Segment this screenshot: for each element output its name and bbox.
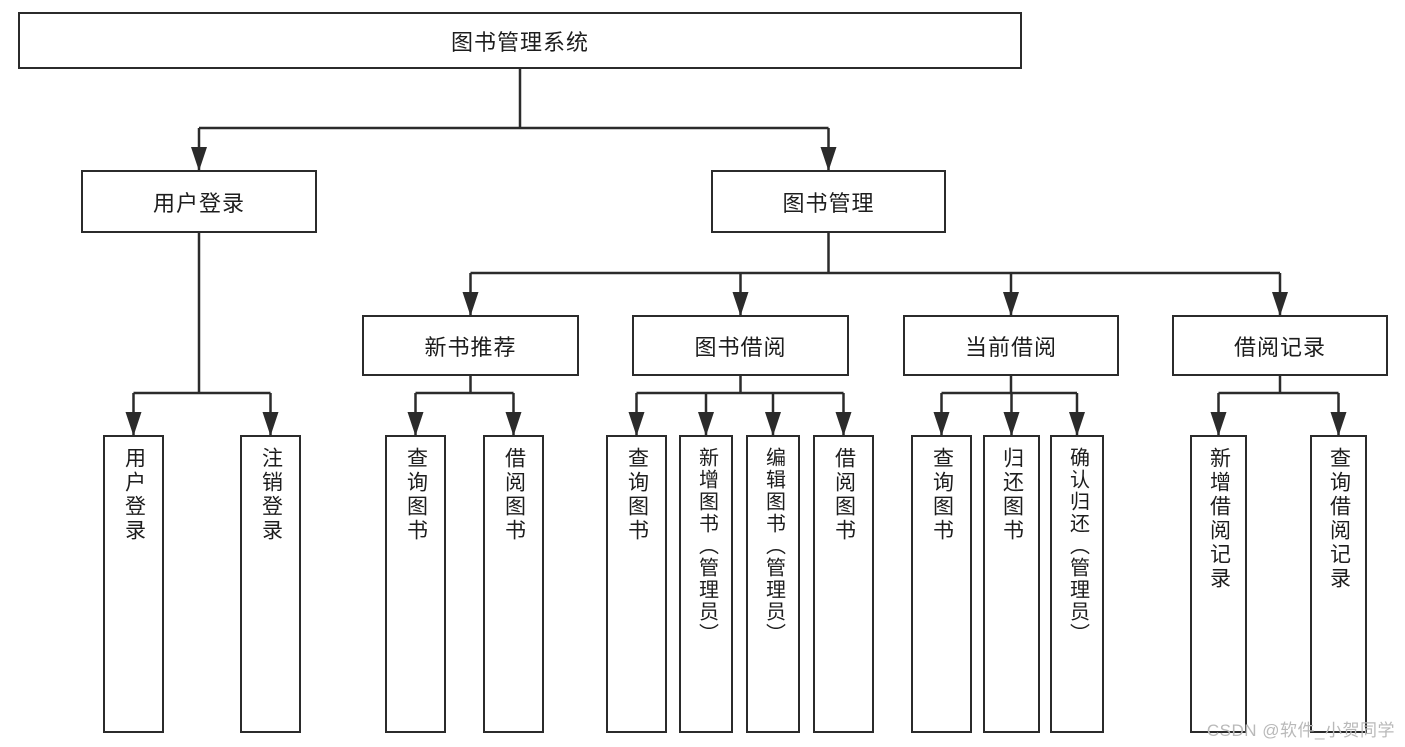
node-label: 图书管理	[782, 190, 875, 216]
node-label: 查询图书	[930, 447, 954, 543]
node-label: 查询图书	[625, 447, 649, 543]
arrowhead	[698, 412, 714, 436]
node-leaf-edit-book[interactable]: 编辑图书（管理员）	[746, 435, 800, 733]
node-root[interactable]: 图书管理系统	[18, 12, 1022, 69]
node-label: 图书管理系统	[450, 29, 589, 55]
node-label: 新增借阅记录	[1207, 447, 1231, 591]
node-user-login[interactable]: 用户登录	[81, 170, 317, 233]
arrowhead	[1069, 412, 1085, 436]
arrowhead	[628, 412, 645, 436]
node-leaf-add-record[interactable]: 新增借阅记录	[1190, 435, 1247, 733]
node-label: 查询借阅记录	[1327, 447, 1351, 591]
node-leaf-add-book[interactable]: 新增图书（管理员）	[679, 435, 733, 733]
node-leaf-logout[interactable]: 注销登录	[240, 435, 301, 733]
node-leaf-return-book[interactable]: 归还图书	[983, 435, 1040, 733]
arrowhead	[191, 147, 207, 171]
node-label: 借阅记录	[1233, 334, 1326, 360]
node-leaf-query-book-2[interactable]: 查询图书	[606, 435, 667, 733]
node-label: 查询图书	[404, 447, 428, 543]
arrowhead	[462, 292, 479, 316]
node-leaf-borrow-book-1[interactable]: 借阅图书	[483, 435, 544, 733]
node-label: 当前借阅	[964, 334, 1057, 360]
arrowhead	[1003, 292, 1019, 316]
node-leaf-query-book-3[interactable]: 查询图书	[911, 435, 972, 733]
arrowhead	[933, 412, 950, 436]
arrowhead	[1272, 292, 1288, 316]
node-new-book-rec[interactable]: 新书推荐	[362, 315, 579, 376]
arrowhead	[820, 147, 837, 171]
node-label: 新书推荐	[424, 334, 517, 360]
arrowhead	[1003, 412, 1020, 436]
node-book-borrow[interactable]: 图书借阅	[632, 315, 849, 376]
arrowhead	[835, 412, 852, 436]
node-label: 用户登录	[122, 447, 146, 543]
node-leaf-query-record[interactable]: 查询借阅记录	[1310, 435, 1367, 733]
node-label: 注销登录	[259, 447, 283, 543]
arrowhead	[262, 412, 279, 436]
arrowhead	[732, 292, 749, 316]
node-leaf-query-book-1[interactable]: 查询图书	[385, 435, 446, 733]
node-leaf-borrow-book-2[interactable]: 借阅图书	[813, 435, 874, 733]
arrowhead	[125, 412, 142, 436]
node-label: 归还图书	[1000, 447, 1024, 543]
node-label: 用户登录	[152, 190, 245, 216]
node-current-borrow[interactable]: 当前借阅	[903, 315, 1119, 376]
node-label: 新增图书（管理员）	[695, 447, 718, 645]
node-label: 确认归还（管理员）	[1066, 447, 1089, 645]
arrowhead	[407, 412, 424, 436]
watermark-text: CSDN @软件_小贺同学	[1206, 721, 1395, 740]
arrowhead	[1210, 412, 1227, 436]
node-book-manage[interactable]: 图书管理	[711, 170, 946, 233]
node-leaf-user-login[interactable]: 用户登录	[103, 435, 164, 733]
arrowhead	[505, 412, 522, 436]
arrowhead	[765, 412, 781, 436]
node-label: 图书借阅	[694, 334, 787, 360]
node-borrow-record[interactable]: 借阅记录	[1172, 315, 1388, 376]
node-leaf-confirm-return[interactable]: 确认归还（管理员）	[1050, 435, 1104, 733]
node-label: 借阅图书	[832, 447, 856, 543]
node-label: 编辑图书（管理员）	[762, 447, 785, 645]
node-label: 借阅图书	[502, 447, 526, 543]
arrowhead	[1330, 412, 1347, 436]
